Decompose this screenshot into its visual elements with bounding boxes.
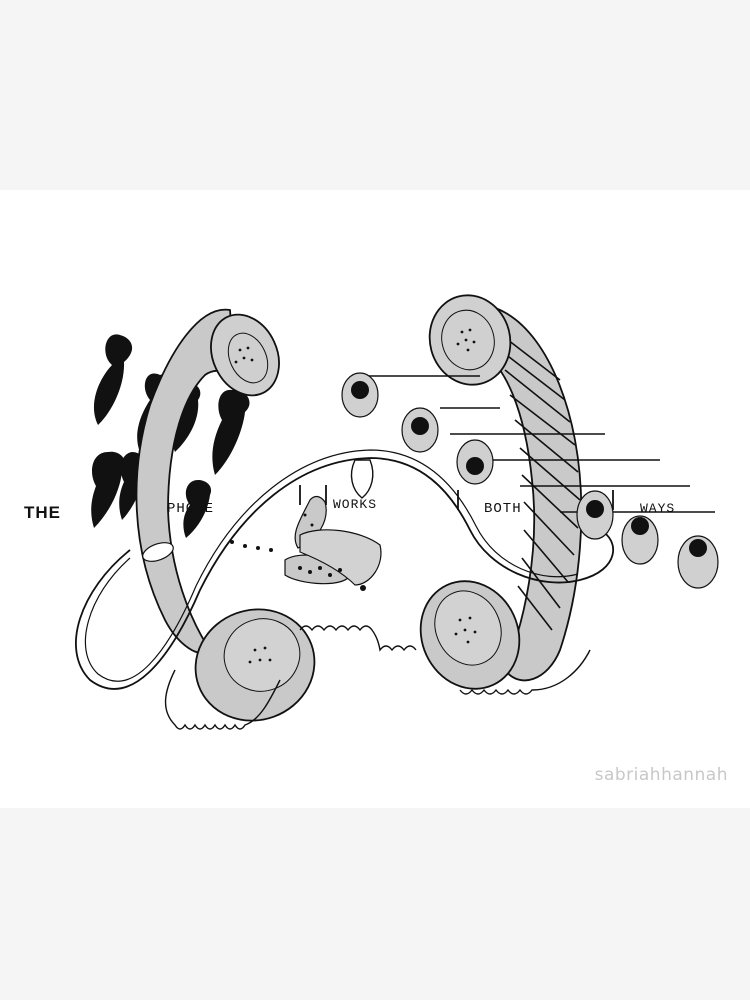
word-both: BOTH	[484, 501, 522, 517]
coiled-cord-right	[459, 649, 591, 695]
coiled-cord-left	[164, 669, 281, 730]
left-telephone-handset	[135, 308, 316, 722]
central-blobs	[284, 459, 382, 591]
coiled-cord-middle	[299, 625, 417, 652]
word-works: WORKS	[333, 497, 378, 512]
horizontal-lines	[360, 375, 715, 513]
word-dividers	[299, 485, 614, 510]
artist-watermark: sabriahhannah	[594, 765, 728, 785]
stipple-dots	[298, 513, 342, 577]
word-the: THE	[24, 503, 61, 522]
word-phone: PHONE	[167, 501, 215, 517]
top-margin	[0, 0, 750, 190]
telephone-cord	[75, 457, 615, 690]
speaker-holes	[234, 328, 477, 664]
right-telephone-handset	[419, 294, 583, 690]
eye-icons	[341, 372, 719, 589]
dotted-trail	[230, 540, 273, 552]
bottom-margin	[0, 808, 750, 1000]
word-ways: WAYS	[640, 501, 676, 516]
illustration-svg	[75, 294, 719, 730]
artwork-canvas: THE PHONE WORKS BOTH WAYS	[0, 190, 750, 808]
